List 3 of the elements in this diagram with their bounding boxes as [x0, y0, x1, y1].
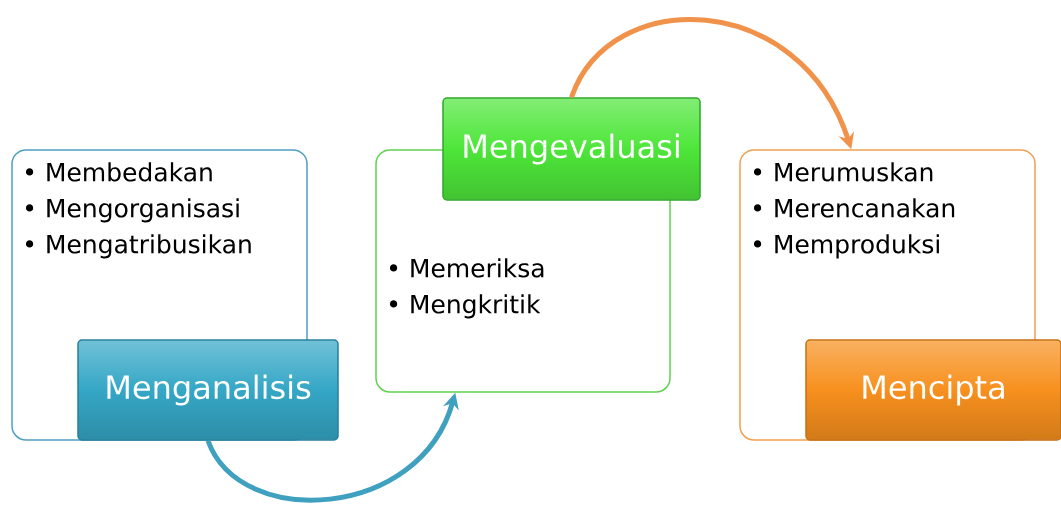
label-box: Mencipta	[805, 339, 1061, 441]
label-box: Mengevaluasi	[442, 97, 701, 201]
label-box: Menganalisis	[77, 339, 339, 441]
